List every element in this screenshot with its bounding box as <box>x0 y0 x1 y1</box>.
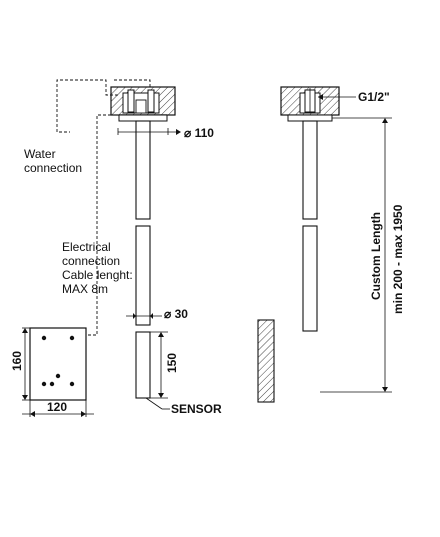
box-height-value: 160 <box>10 351 24 371</box>
diameter-110-dimension: ⌀ 110 <box>117 126 214 140</box>
right-pipe <box>302 120 318 332</box>
water-connection-line <box>56 79 151 133</box>
bottom-150-dimension: 150 <box>150 331 179 399</box>
custom-length-range: min 200 - max 1950 <box>391 204 405 314</box>
left-pipe <box>135 120 151 399</box>
bottom-section-value: 150 <box>165 353 179 373</box>
svg-text:⌀ 30: ⌀ 30 <box>164 307 188 321</box>
diameter-top-value: 110 <box>195 126 215 140</box>
diameter-icon: ⌀ <box>184 126 192 140</box>
control-box <box>29 327 87 401</box>
box-120-dimension: 120 <box>22 400 94 417</box>
custom-length-dimension: Custom Length min 200 - max 1950 <box>320 117 405 393</box>
box-width-value: 120 <box>47 400 67 414</box>
right-mounting-head <box>280 86 340 122</box>
diameter-30-dimension: ⌀ 30 <box>126 307 188 321</box>
diameter-pipe-value: 30 <box>175 307 189 321</box>
left-mounting-head <box>110 86 176 122</box>
water-connection-label: Water connection <box>24 147 82 175</box>
svg-text:⌀ 110: ⌀ 110 <box>184 126 214 140</box>
custom-length-label: Custom Length <box>369 212 383 300</box>
diameter-icon: ⌀ <box>164 307 172 321</box>
electrical-connection-line <box>86 114 136 336</box>
sensor-label: SENSOR <box>171 402 222 416</box>
wall-section <box>257 319 275 403</box>
right-view: G1/2" Custom Length min 200 - max 1950 <box>257 86 405 403</box>
electrical-connection-label: Electrical connection Cable lenght: MAX … <box>62 240 136 296</box>
thread-callout: G1/2" <box>318 90 390 104</box>
box-160-dimension: 160 <box>10 327 30 401</box>
sensor-callout: SENSOR <box>145 397 222 416</box>
thread-label: G1/2" <box>358 90 390 104</box>
left-view: ⌀ 110 ⌀ 30 150 SENSOR <box>10 79 222 417</box>
